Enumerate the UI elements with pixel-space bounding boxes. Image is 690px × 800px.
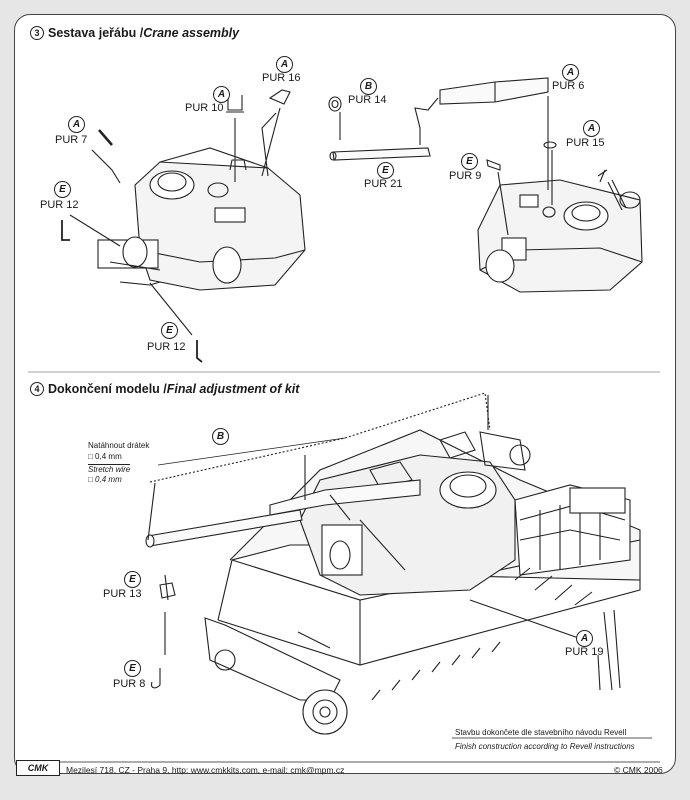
part-label-pur15: PUR 15	[566, 137, 605, 149]
wire-note-cz-size: □ 0,4 mm	[88, 452, 122, 461]
part-badge-pur16: A	[276, 56, 293, 73]
part-badge-pur12a: E	[54, 181, 71, 198]
part-badge-pur13: E	[124, 571, 141, 588]
part-label-pur21: PUR 21	[364, 178, 403, 190]
part-label-pur10: PUR 10	[185, 102, 224, 114]
section-4-title-cz: Dokončení modelu /	[48, 382, 167, 396]
section-4-number: 4	[30, 382, 44, 396]
part-label-pur6: PUR 6	[552, 80, 585, 92]
cmk-logo: CMK	[16, 760, 60, 776]
section-3-title-cz: Sestava jeřábu /	[48, 26, 144, 40]
part-badge-pur21: E	[377, 162, 394, 179]
sheet-frame	[14, 14, 676, 774]
section-3-title: 3 Sestava jeřábu /Crane assembly	[30, 26, 239, 40]
part-badge-pur10: A	[213, 86, 230, 103]
footer-address: Mezilesí 718, CZ - Praha 9, http: www.cm…	[66, 765, 345, 775]
wire-note-en-size-text: □ 0,4 mm	[88, 475, 122, 484]
right-turret-drawing	[477, 179, 643, 293]
part-badge-pur19: A	[576, 630, 593, 647]
tank-drawing	[145, 395, 641, 735]
wire-note-en-size: □ 0,4 mm	[88, 475, 122, 484]
section-4-title-en: Final adjustment of kit	[166, 382, 300, 396]
part-label-pur9: PUR 9	[449, 170, 482, 182]
section-3-number: 3	[30, 26, 44, 40]
part-label-pur13: PUR 13	[103, 588, 142, 600]
part-badge-pur9: E	[461, 153, 478, 170]
instructions-en-text: Finish construction according to Revell …	[455, 742, 635, 751]
part-label-pur12a: PUR 12	[40, 199, 79, 211]
part-badge-pur8: E	[124, 660, 141, 677]
part-label-pur12b: PUR 12	[147, 341, 186, 353]
part-badge-wire-b: B	[212, 428, 229, 445]
part-label-pur7: PUR 7	[55, 134, 88, 146]
part-label-pur16: PUR 16	[262, 72, 301, 84]
wire-note-en: Stretch wire	[88, 464, 131, 474]
instructions-cz: Stavbu dokončete dle stavebního návodu R…	[455, 728, 627, 737]
wire-note-cz: Natáhnout drátek	[88, 441, 150, 450]
part-badge-pur6: A	[562, 64, 579, 81]
section-4-title: 4 Dokončení modelu /Final adjustment of k…	[30, 382, 299, 396]
left-turret-drawing	[97, 147, 306, 291]
part-badge-pur12b: E	[161, 322, 178, 339]
section-3-title-en: Crane assembly	[143, 26, 240, 40]
part-badge-pur7: A	[68, 116, 85, 133]
instructions-en: Finish construction according to Revell …	[455, 742, 635, 751]
part-label-pur19: PUR 19	[565, 646, 604, 658]
part-label-pur14: PUR 14	[348, 94, 387, 106]
part-badge-pur15: A	[583, 120, 600, 137]
footer-copyright: © CMK 2006	[614, 765, 663, 775]
part-label-pur8: PUR 8	[113, 678, 146, 690]
wire-note-en-text: Stretch wire	[88, 465, 131, 474]
part-badge-pur14: B	[360, 78, 377, 95]
